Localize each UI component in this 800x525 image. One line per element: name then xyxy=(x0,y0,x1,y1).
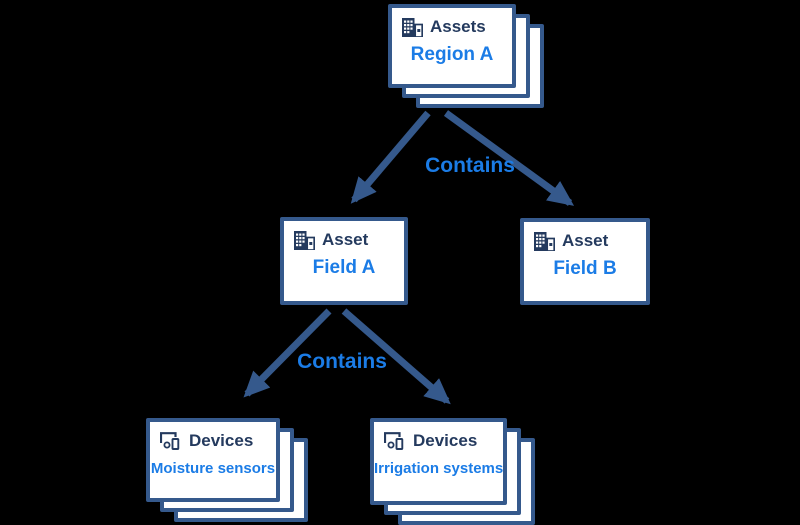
node-name: Field A xyxy=(312,257,376,278)
node-type-label: Asset xyxy=(562,231,609,250)
node-moisture-sensors: Devices Moisture sensors xyxy=(146,418,308,522)
node-name: Irrigation systems xyxy=(374,460,504,477)
node-field-a: Asset Field A xyxy=(280,217,408,305)
contains-label-top: Contains xyxy=(425,154,515,177)
card-front: Assets Region A xyxy=(388,4,516,88)
node-type-label: Devices xyxy=(189,431,254,450)
node-irrigation-systems: Devices Irrigation systems xyxy=(370,418,535,525)
node-region-a: Assets Region A xyxy=(388,4,544,108)
arrow-field-a-to-moisture xyxy=(243,308,332,398)
devices-icon xyxy=(160,432,182,450)
arrow-field-a-to-irrigation xyxy=(341,308,451,405)
node-type-label: Asset xyxy=(322,230,369,249)
devices-icon xyxy=(384,432,406,450)
node-type-label: Devices xyxy=(413,431,478,450)
building-icon xyxy=(534,231,555,251)
arrow-region-a-to-field-a xyxy=(350,110,431,204)
contains-label-bottom: Contains xyxy=(297,350,387,373)
node-name: Moisture sensors xyxy=(150,460,276,477)
node-name: Field B xyxy=(553,258,617,279)
building-icon xyxy=(294,230,315,250)
card-front: Devices Irrigation systems xyxy=(370,418,507,505)
building-icon xyxy=(402,17,423,37)
node-field-b: Asset Field B xyxy=(520,218,650,305)
node-name: Region A xyxy=(410,44,494,65)
card-front: Asset Field A xyxy=(280,217,408,305)
node-type-label: Assets xyxy=(430,17,486,36)
card-front: Asset Field B xyxy=(520,218,650,305)
arrow-region-a-to-field-b xyxy=(443,110,575,206)
card-front: Devices Moisture sensors xyxy=(146,418,280,502)
